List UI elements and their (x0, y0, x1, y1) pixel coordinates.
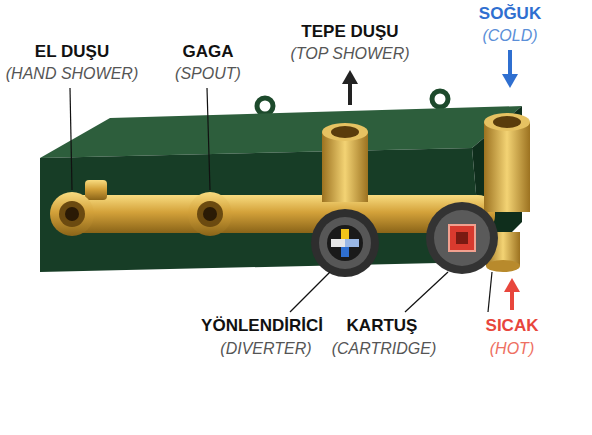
hot-inlet-end (486, 260, 520, 272)
flow-arrows (342, 50, 520, 310)
cartridge-stem (456, 232, 468, 244)
riser-bore (493, 116, 521, 128)
part-name: GAGA (183, 42, 234, 62)
top-shower-riser (322, 132, 368, 202)
diverter-symbol (311, 209, 379, 277)
housing-box (40, 91, 522, 272)
leader-line (488, 272, 492, 312)
cartridge-ring (434, 210, 490, 266)
cartridge-ring (426, 202, 498, 274)
cold-arrow (508, 50, 512, 76)
part-name: KARTUŞ (347, 316, 418, 336)
riser-bore (331, 126, 359, 138)
leader-line (207, 88, 210, 190)
leader-lines (70, 88, 492, 312)
part-name-english: (COLD) (482, 26, 537, 45)
part-name: SOĞUK (479, 4, 541, 24)
part-name: SICAK (486, 316, 539, 336)
port-bore (59, 201, 85, 227)
part-name-english: (HOT) (490, 339, 534, 358)
cartridge-symbol (426, 202, 498, 274)
diverter-key (331, 239, 345, 247)
brass-body (50, 113, 530, 272)
diverter-ring (311, 209, 379, 277)
leader-line (290, 272, 330, 312)
diverter-key (345, 239, 359, 247)
diverter-core (327, 225, 363, 261)
part-name-english: (SPOUT) (175, 64, 241, 83)
cartridge-stem (449, 225, 475, 251)
riser-top (484, 113, 530, 131)
port-bore (65, 207, 79, 221)
fitting (85, 180, 107, 200)
part-name: EL DUŞU (35, 42, 109, 62)
port-bore (203, 207, 217, 221)
mount-tab (432, 91, 448, 107)
leader-line (405, 272, 448, 312)
hot-arrow (510, 290, 514, 310)
part-name-english: (HAND SHOWER) (6, 64, 138, 83)
arrow-head (504, 278, 520, 292)
part-name: TEPE DUŞU (301, 22, 398, 42)
part-name-english: (CARTRIDGE) (332, 339, 437, 358)
top-shower-arrow (348, 82, 352, 105)
mount-tab (257, 98, 273, 114)
spout-port (188, 192, 232, 236)
part-name-english: (DIVERTER) (220, 339, 311, 358)
hand-shower-port (50, 192, 94, 236)
arrow-head (342, 70, 358, 84)
part-name: YÖNLENDİRİCİ (201, 316, 323, 336)
port-bore (197, 201, 223, 227)
cold-inlet-riser (484, 122, 530, 212)
diverter-ring (319, 217, 371, 269)
arrow-head (502, 74, 518, 88)
part-name-english: (TOP SHOWER) (290, 44, 409, 63)
riser-top (322, 123, 368, 141)
leader-line (70, 88, 72, 190)
